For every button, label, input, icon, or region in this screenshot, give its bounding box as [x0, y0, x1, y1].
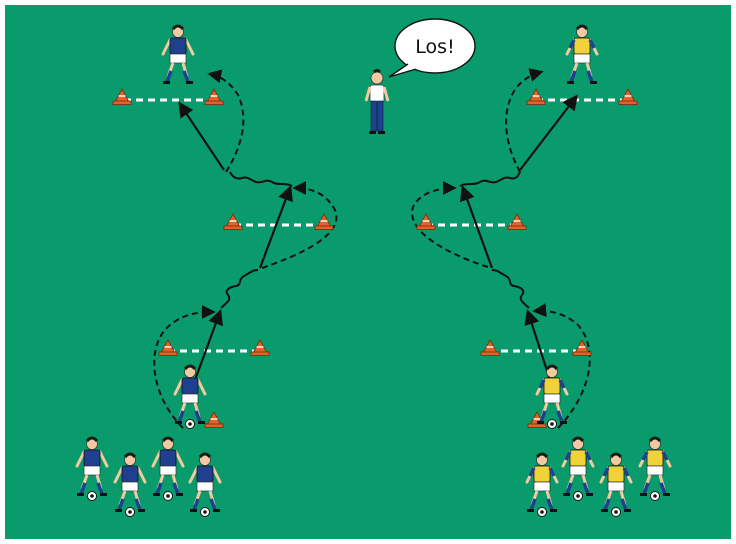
dribble-path [491, 269, 530, 309]
run-path [411, 181, 489, 268]
player-icon [113, 452, 147, 517]
ball-icon [185, 419, 195, 429]
player-icon [173, 364, 207, 429]
grass-field [3, 3, 733, 541]
speech-bubble-icon: Los! [388, 18, 476, 78]
gate-lines [124, 98, 628, 353]
ball-icon [125, 507, 135, 517]
ball-icon [87, 491, 97, 501]
player-icon [75, 436, 109, 501]
player-icon [161, 24, 195, 84]
ball-icon [547, 419, 557, 429]
dribble-path [459, 171, 521, 187]
pass-arrow [258, 185, 293, 269]
pass-arrow [459, 185, 494, 269]
callout-text: Los! [415, 36, 454, 58]
ball-icon [537, 507, 547, 517]
run-path [207, 69, 245, 173]
pass-arrow [524, 309, 552, 381]
dribble-path [220, 269, 259, 309]
running-paths [153, 68, 591, 429]
pass-arrow [519, 94, 578, 171]
player-icon [638, 436, 672, 501]
dribble-path [229, 171, 293, 187]
ball-icon [611, 507, 621, 517]
run-path [505, 68, 544, 173]
player-icon [599, 452, 633, 517]
coach [364, 69, 390, 134]
players [75, 24, 672, 517]
pass-arrow [193, 309, 223, 381]
ball-icon [573, 491, 583, 501]
run-path [153, 305, 216, 429]
ball-icon [200, 507, 210, 517]
player-icon [535, 364, 569, 429]
player-icon [151, 436, 185, 501]
ball-icon [163, 491, 173, 501]
player-icon [561, 436, 595, 501]
player-icon [525, 452, 559, 517]
player-icon [565, 24, 599, 84]
run-path [261, 181, 338, 269]
run-path [532, 303, 591, 429]
ball-icon [650, 491, 660, 501]
player-icon [188, 452, 222, 517]
pass-arrow [178, 101, 225, 171]
